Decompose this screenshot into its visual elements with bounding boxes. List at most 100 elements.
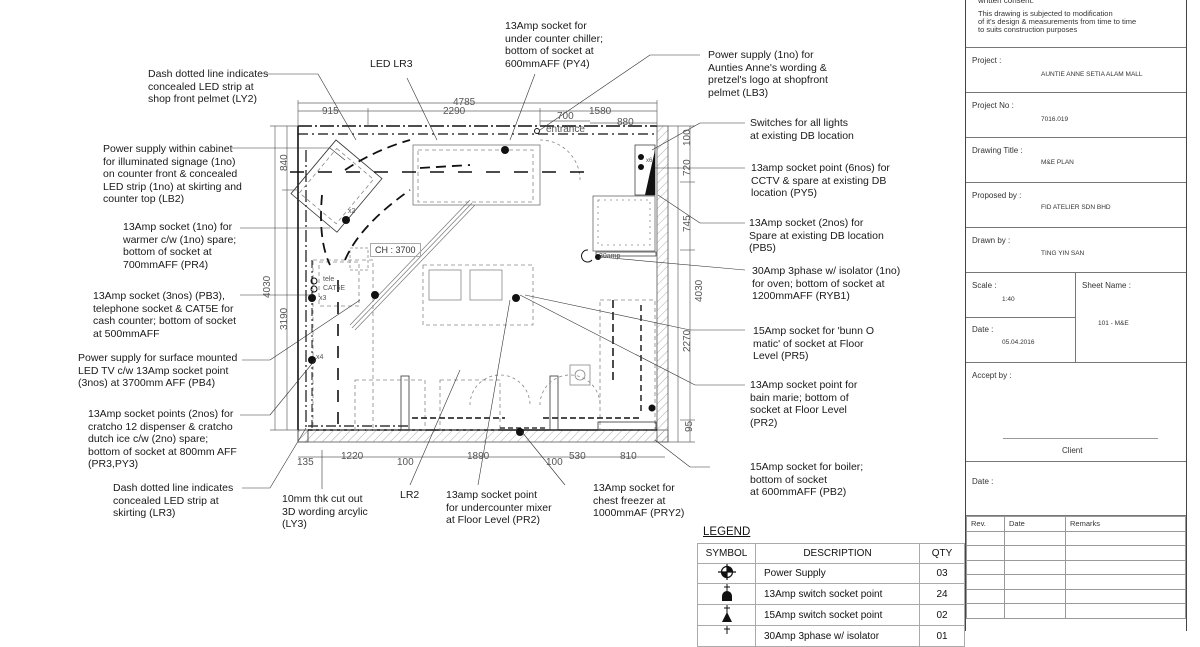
tb-drawing-title: M&E PLAN [1041,159,1074,166]
13amp-socket-icon [721,584,732,601]
legend-row: Power Supply 03 [697,563,965,584]
tele-label: tele [323,276,335,283]
dim-left-840: 840 [279,154,290,171]
tb-date2-cell: Date : [966,461,1186,516]
tb-accept-by-label: Accept by : [972,371,1012,380]
tb-drawing-title-cell: Drawing Title : M&E PLAN [966,137,1186,183]
tb-scale-label: Scale : [972,281,997,290]
tb-scale-cell: Scale : 1:40 [966,272,1076,318]
furniture [290,139,657,431]
dim-bottom-810: 810 [620,451,637,462]
tb-drawn-by-cell: Drawn by : TING YIN SAN [966,227,1186,273]
note-pr4: 13Amp socket (1no) for warmer c/w (1no) … [123,221,237,271]
rev-row [966,559,1186,575]
note-py5: 13amp socket point (6nos) for CCTV & spa… [751,162,890,199]
dim-left-3190: 3190 [279,307,290,330]
rev-header-remarks: Remarks [1065,516,1186,532]
note-pry2: 13Amp socket for chest freezer at 1000mm… [593,482,685,519]
note-pr2-mixer: 13amp socket point for undercounter mixe… [446,489,552,526]
led-tv-bar [349,199,476,331]
tb-sheet-name-label: Sheet Name : [1082,281,1131,290]
note-pb3: 13Amp socket (3nos) (PB3), telephone soc… [93,290,236,340]
x3-label: x3 [319,295,327,302]
15amp-socket-icon [721,605,732,622]
rev-header-rev: Rev. [966,516,1005,532]
socket-symbols [308,128,656,436]
dim-bottom-1220: 1220 [341,451,364,462]
x2-label: x2 [348,208,356,215]
tb-date2-label: Date : [972,477,994,486]
note-pb4: Power supply for surface mounted LED TV … [78,352,238,389]
note-pr3-py3: 13Amp socket points (2nos) for cratcho 1… [88,408,237,470]
dim-top-1580: 1580 [589,106,612,117]
dim-top-2290: 2290 [443,106,466,117]
tb-proposed-by: FID ATELIER SDN BHD [1041,204,1111,211]
legend-qty: 01 [919,625,965,647]
leader-lines [232,54,746,489]
revision-table: Rev. Date Remarks [966,516,1186,619]
x4-label: x4 [316,354,324,361]
dim-bottom-100b: 100 [546,457,563,468]
note-switches: Switches for all lights at existing DB l… [750,117,854,142]
tb-date-label: Date : [972,325,994,334]
30amp-isolator-icon [723,626,730,634]
dim-bottom-135: 135 [297,457,314,468]
tb-project-no-label: Project No : [972,101,1014,110]
legend-header-description: DESCRIPTION [755,543,920,564]
legend-desc: Power Supply [755,563,920,584]
dim-top-700: 700 [557,111,574,122]
dim-bottom-100a: 100 [397,457,414,468]
legend-qty: 02 [919,604,965,626]
rev-row [966,530,1186,546]
entrance-label: entrance [546,124,585,135]
tb-sheet-name: 101 - M&E [1098,320,1129,327]
tb-project-label: Project : [972,56,1002,65]
legend-qty: 03 [919,563,965,584]
legend-row: 30Amp 3phase w/ isolator 01 [697,625,965,647]
dim-left-overall: 4030 [262,275,273,298]
dim-top-915: 915 [322,106,339,117]
tb-drawing-title-label: Drawing Title : [972,146,1023,155]
tb-project-no-cell: Project No : 7016.019 [966,92,1186,138]
tb-accept-cell: Accept by : Client [966,362,1186,462]
x6-label: x6 [646,158,653,164]
note-led-lr3: LED LR3 [370,58,413,70]
tb-drawn-by-label: Drawn by : [972,236,1011,245]
legend-desc: 15Amp switch socket point [755,604,920,626]
legend-desc: 30Amp 3phase w/ isolator [755,625,920,647]
dim-bottom-530: 530 [569,451,586,462]
rev-row [966,588,1186,604]
legend-table: SYMBOL DESCRIPTION QTY Power Supply 03 1… [697,543,965,647]
tb-sheet-name-cell: Sheet Name : 101 - M&E [1076,272,1186,363]
rev-header-date: Date [1004,516,1066,532]
note-py4: 13Amp socket for under counter chiller; … [505,20,604,70]
title-block: written consent. This drawing is subject… [965,0,1187,631]
tb-proposed-by-cell: Proposed by : FID ATELIER SDN BHD [966,182,1186,228]
note-lb2: Power supply within cabinet for illumina… [103,143,242,205]
tb-scale: 1:40 [1002,296,1015,303]
dim-right-720: 720 [682,159,693,176]
legend-header-qty: QTY [919,543,965,564]
dim-right-95: 95 [684,420,695,432]
note-pr2-bain-marie: 13Amp socket point for bain marie; botto… [750,379,858,429]
ceiling-height-label: CH : 3700 [370,243,421,257]
tb-project-cell: Project : AUNTIE ANNE SETIA ALAM MALL [966,47,1186,93]
note-lr2: LR2 [400,489,420,501]
signature-line [1003,438,1158,439]
legend-desc: 13Amp switch socket point [755,583,920,605]
30amp-label: 30amp [599,253,621,260]
dim-bottom-1890: 1890 [467,451,490,462]
note-pb2: 15Amp socket for boiler; bottom of socke… [750,461,864,498]
dim-right-745: 745 [682,215,693,232]
dimension-lines [270,100,695,458]
rev-row [966,603,1186,619]
note-lr3-skirting: Dash dotted line indicates concealed LED… [113,482,234,519]
tb-project-no: 7016.019 [1041,116,1069,123]
dim-top-880: 880 [617,117,634,128]
tb-date: 05.04.2016 [1002,339,1035,346]
tb-project: AUNTIE ANNE SETIA ALAM MALL [1041,71,1143,78]
tb-disclaimer: This drawing is subjected to modificatio… [978,9,1137,34]
dim-right-overall: 4030 [694,279,705,302]
note-pb5: 13Amp socket (2nos) for Spare at existin… [749,217,884,254]
rev-row [966,545,1186,561]
